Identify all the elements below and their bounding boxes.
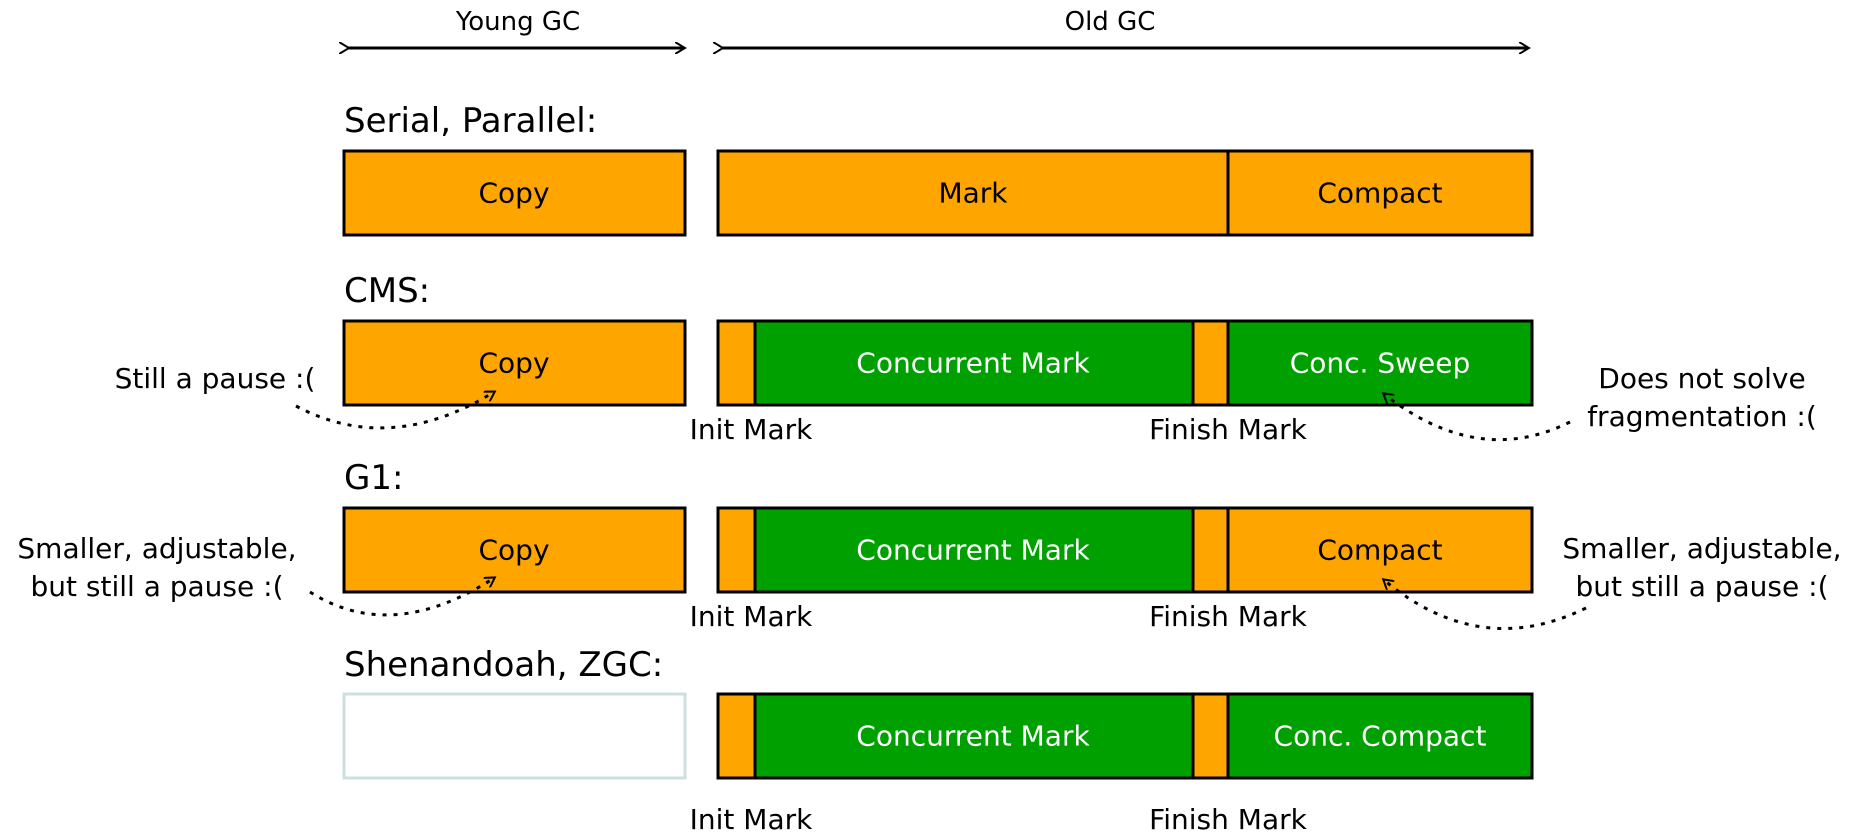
row-serial-parallel: Serial, Parallel: Copy Mark Compact	[342, 101, 1534, 237]
finish-mark-label: Finish Mark	[1149, 803, 1307, 836]
compact-box	[1226, 149, 1534, 237]
note-left-arrow	[309, 578, 494, 617]
concurrent-mark-label: Concurrent Mark	[856, 534, 1090, 567]
young-gc-span: Young GC	[348, 7, 684, 48]
row-title: Shenandoah, ZGC:	[344, 645, 663, 685]
compact-box	[1226, 506, 1534, 594]
concurrent-mark-label: Concurrent Mark	[856, 720, 1090, 753]
concurrent-mark-box	[753, 506, 1195, 594]
mark-box	[716, 149, 1230, 237]
young-copy-box	[342, 506, 687, 594]
row-title: G1:	[344, 458, 403, 498]
young-gc-label: Young GC	[455, 7, 580, 37]
concurrent-mark-box	[753, 692, 1195, 780]
young-copy-label: Copy	[478, 534, 549, 567]
conc-sweep-label: Conc. Sweep	[1290, 347, 1471, 380]
note-right-line-2: but still a pause :(	[1575, 570, 1828, 603]
young-copy-label: Copy	[478, 347, 549, 380]
note-right-arrow	[1384, 580, 1587, 630]
note-right-line-1: Smaller, adjustable,	[1562, 532, 1841, 565]
finish-mark-box	[1191, 506, 1230, 594]
note-left-line-1: Smaller, adjustable,	[17, 532, 296, 565]
conc-sweep-box	[1226, 319, 1534, 407]
init-mark-box	[716, 692, 757, 780]
finish-mark-box	[1191, 692, 1230, 780]
mark-label: Mark	[938, 177, 1008, 210]
init-mark-label: Init Mark	[690, 600, 813, 633]
init-mark-box	[716, 506, 757, 594]
note-left-line-2: but still a pause :(	[30, 570, 283, 603]
old-gc-span: Old GC	[722, 7, 1528, 48]
row-g1: G1: Copy Concurrent Mark Compact Init Ma…	[17, 458, 1841, 633]
finish-mark-box	[1191, 319, 1230, 407]
row-title: CMS:	[344, 271, 430, 311]
note-left-arrow	[295, 392, 494, 430]
young-copy-box	[342, 319, 687, 407]
row-title: Serial, Parallel:	[344, 101, 597, 141]
conc-compact-box	[1226, 692, 1534, 780]
concurrent-mark-label: Concurrent Mark	[856, 347, 1090, 380]
young-empty-box	[342, 692, 687, 780]
finish-mark-label: Finish Mark	[1149, 413, 1307, 446]
init-mark-label: Init Mark	[690, 803, 813, 836]
init-mark-label: Init Mark	[690, 413, 813, 446]
finish-mark-label: Finish Mark	[1149, 600, 1307, 633]
row-cms: CMS: Copy Concurrent Mark Conc. Sweep In…	[115, 271, 1817, 446]
row-shenandoah-zgc: Shenandoah, ZGC: Concurrent Mark Conc. C…	[342, 645, 1534, 836]
init-mark-box	[716, 319, 757, 407]
compact-label: Compact	[1317, 177, 1442, 210]
conc-compact-label: Conc. Compact	[1274, 720, 1487, 753]
compact-label: Compact	[1317, 534, 1442, 567]
young-copy-label: Copy	[478, 177, 549, 210]
note-right-line-2: fragmentation :(	[1587, 400, 1817, 433]
note-right-line-1: Does not solve	[1598, 362, 1805, 395]
note-left: Still a pause :(	[115, 362, 316, 395]
old-gc-label: Old GC	[1065, 7, 1156, 37]
young-copy-box	[342, 149, 687, 237]
note-right-arrow	[1384, 394, 1571, 442]
